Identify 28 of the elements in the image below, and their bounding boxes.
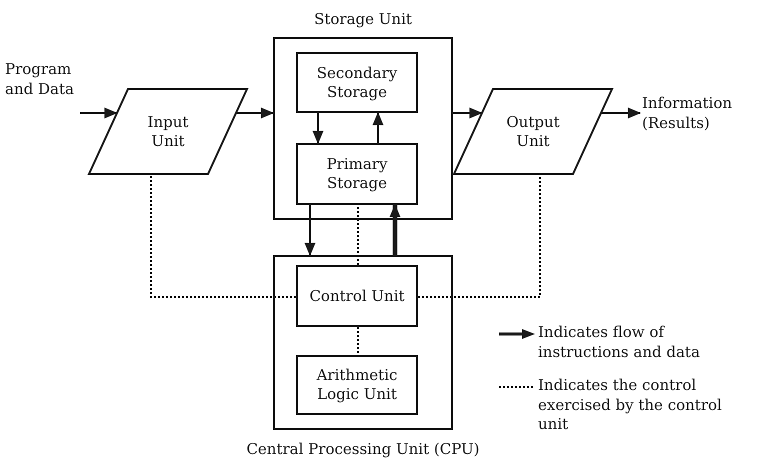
process-box [296, 355, 418, 415]
flow-arrow [80, 108, 118, 118]
unit-heading: Central Processing Unit (CPU) [245, 440, 481, 458]
node-label: Primary Storage [326, 155, 388, 193]
flow-arrow [372, 112, 384, 143]
flow-arrow [602, 108, 642, 118]
process-box [296, 265, 418, 327]
flow-arrow [312, 113, 324, 144]
flow-arrow [236, 108, 274, 118]
node-label: Program and Data [5, 60, 75, 99]
node-label: Output Unit [505, 112, 561, 150]
node-label: Information (Results) [642, 94, 734, 133]
flow-arrow [453, 108, 483, 118]
node-label: Control Unit [309, 286, 405, 306]
legend-text: Indicates the control exercised by the control unit [538, 376, 723, 434]
flow-arrow [390, 204, 400, 255]
unit-heading: Storage Unit [313, 10, 413, 28]
control-line [418, 175, 541, 298]
legend-text: Indicates flow of instructions and data [538, 323, 701, 362]
process-box [296, 143, 418, 205]
node-label: Input Unit [146, 112, 190, 150]
control-line [150, 175, 296, 298]
control-line [357, 327, 359, 355]
flow-arrow [304, 205, 316, 256]
process-box [296, 52, 418, 113]
control-line [357, 205, 359, 265]
node-label: Arithmetic Logic Unit [316, 366, 398, 404]
node-label: Secondary Storage [316, 64, 398, 102]
